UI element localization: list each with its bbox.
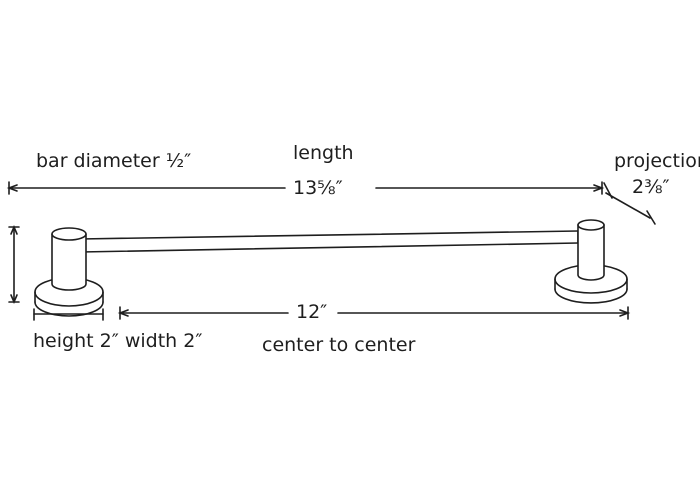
length-title: length [293,142,354,164]
towel-bar-rod [79,230,579,253]
length-value: 13⅝″ [293,177,343,199]
projection-value: 2⅜″ [632,176,670,198]
projection-dimension-line [603,182,656,225]
length-dimension-line [6,181,605,195]
center-dimension-line [117,306,631,320]
left-post [34,227,104,317]
width-dimension-line [33,308,104,321]
center-value: 12″ [296,301,328,323]
height-width-label: height 2″ width 2″ [33,330,203,352]
center-caption: center to center [262,334,416,356]
height-dimension-line [8,224,20,305]
projection-title: projection [614,150,700,172]
right-post [554,219,628,304]
bar-diameter-label: bar diameter ½″ [36,150,192,172]
